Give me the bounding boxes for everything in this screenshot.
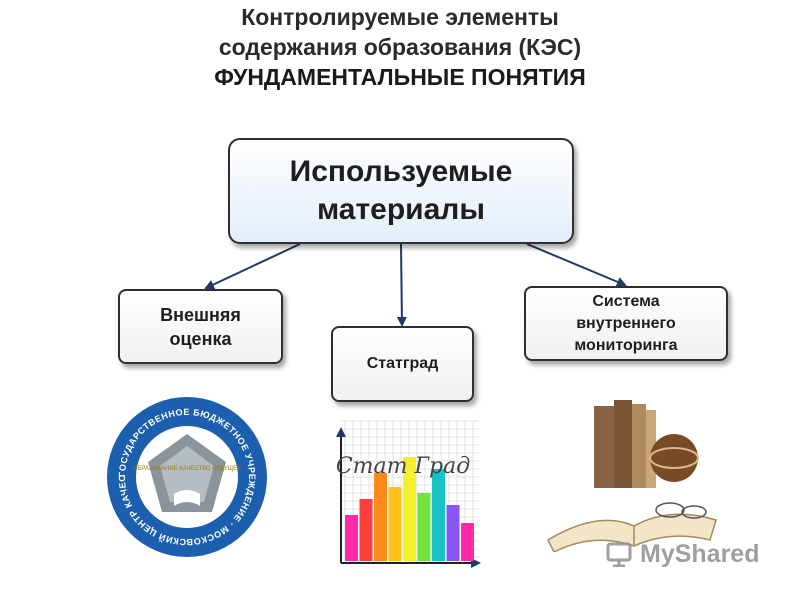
projector-icon <box>606 542 632 567</box>
skyline-bar <box>461 523 474 561</box>
title-line-1: Контролируемые элементы <box>241 4 559 30</box>
mcko-logo-image: ГОСУДАРСТВЕННОЕ БЮДЖЕТНОЕ УЧРЕЖДЕНИЕ · М… <box>104 394 267 557</box>
statgrad-handwriting: Стат Град <box>336 454 470 479</box>
logo-pentagon-inner <box>160 446 214 502</box>
statgrad-bars <box>345 457 474 561</box>
skyline-bar <box>417 493 431 561</box>
book-spine-3 <box>632 404 646 488</box>
logo-center-text: ОБРАЗОВАНИЕ КАЧЕСТВО БУДУЩЕЕ <box>133 466 241 472</box>
slide-title: Контролируемые элементы содержания образ… <box>0 0 800 92</box>
myshared-watermark: MyShared <box>606 537 759 571</box>
glasses-icon <box>655 502 685 518</box>
title-line-3: ФУНДАМЕНТАЛЬНЫЕ ПОНЯТИЯ <box>214 64 586 90</box>
books-globe-image <box>547 400 717 552</box>
book-icon <box>174 490 200 506</box>
book-spine-1 <box>594 406 614 488</box>
skyline-bar <box>446 505 460 561</box>
globe-meridian <box>649 447 699 469</box>
open-book-icon <box>547 513 717 552</box>
book-spine-4 <box>646 410 656 488</box>
internal-monitoring-box: Система внутреннего мониторинга <box>524 286 728 361</box>
root-node-box: Используемые материалы <box>228 138 574 244</box>
skyline-bar <box>403 457 416 561</box>
outer-assessment-box: Внешняя оценка <box>118 289 283 364</box>
watermark-text: MyShared <box>640 539 760 568</box>
glasses-icon-right <box>681 505 707 519</box>
arrow-to-monitoring <box>526 243 627 287</box>
skyline-bar <box>432 469 445 561</box>
title-line-2: содержания образования (КЭС) <box>218 34 582 60</box>
arrow-to-outer <box>204 243 301 290</box>
globe-icon <box>650 434 698 482</box>
skyline-bar <box>374 473 387 561</box>
skyline-bar <box>388 487 402 561</box>
skyline-bar <box>345 515 358 561</box>
skyline-bar <box>359 499 373 561</box>
arrow-to-statgrad <box>396 243 407 327</box>
statgrad-logo-image: Стат Град <box>315 413 487 575</box>
book-spine-2 <box>614 400 632 488</box>
statgrad-box: Статград <box>331 326 474 402</box>
